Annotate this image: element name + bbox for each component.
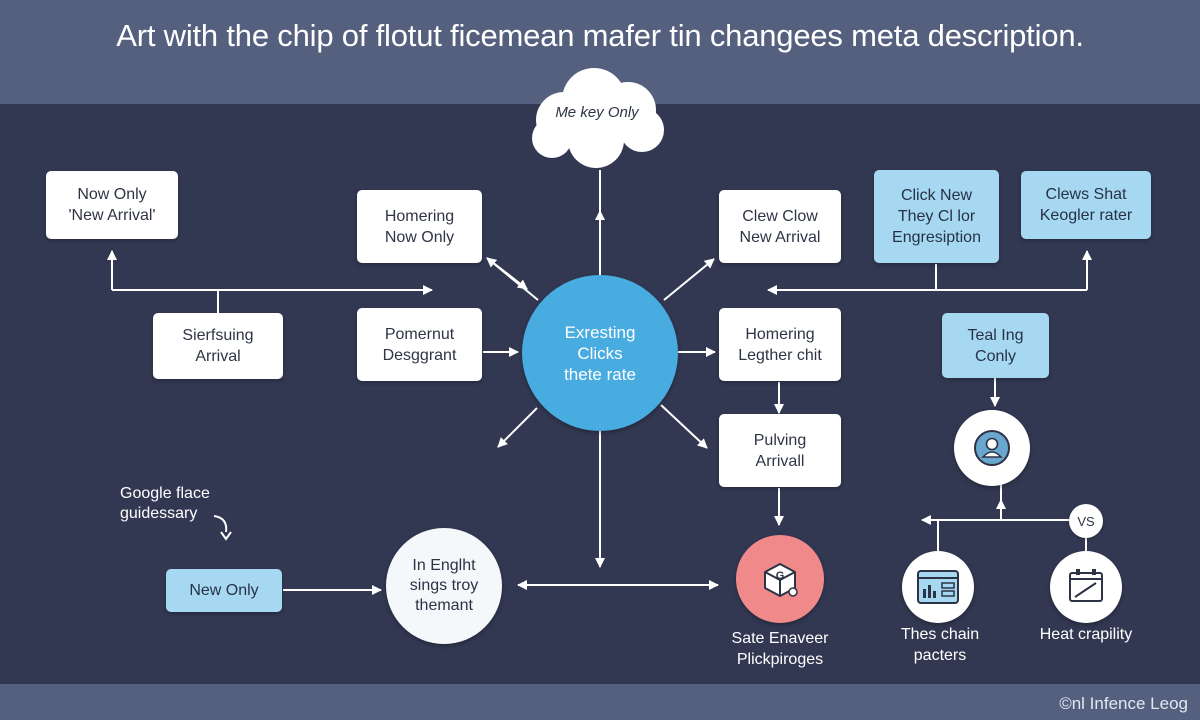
node-line: Keogler rater xyxy=(1039,207,1133,224)
node-line: sings troy xyxy=(409,577,479,594)
pink-circle: G xyxy=(736,535,824,623)
node-line: 'New Arrival' xyxy=(68,207,156,224)
node-click-new: Click New They Cl lor Engresiption xyxy=(874,170,999,263)
node-line: Teal Ing xyxy=(967,326,1024,344)
node-line: Pomernut xyxy=(384,325,455,343)
caption-line: pacters xyxy=(913,647,967,664)
node-line: Arrival xyxy=(195,348,241,365)
diagram-title: Art with the chip of flotut ficemean maf… xyxy=(116,18,1084,53)
node-sierfsuing: Sierfsuing Arrival xyxy=(153,313,283,379)
node-in-englht: In Englht sings troy themant xyxy=(386,528,502,644)
caption-heat: Heat crapility xyxy=(1020,624,1152,645)
node-line: Now Only xyxy=(384,228,455,246)
vs-badge: VS xyxy=(1069,504,1103,538)
node-clew-clow: Clew Clow New Arrival xyxy=(719,190,841,263)
node-line: Homering xyxy=(384,207,455,225)
hub-line: Clicks xyxy=(577,343,623,363)
node-now-only-new-arrival: Now Only 'New Arrival' xyxy=(46,171,178,239)
node-new-only: New Only xyxy=(166,569,282,612)
caption-sate: Sate Enaveer Plickpiroges xyxy=(712,628,848,670)
node-line: Clews Shat xyxy=(1045,186,1127,203)
dashboard-icon xyxy=(917,570,959,604)
cloud-shape xyxy=(532,68,664,168)
person-icon xyxy=(974,430,1010,466)
box-icon: G xyxy=(764,563,798,597)
chart-circle xyxy=(1050,551,1122,623)
dashboard-circle xyxy=(902,551,974,623)
node-line: Pulving xyxy=(753,431,807,449)
person-circle xyxy=(954,410,1030,486)
node-line: New Only xyxy=(189,582,259,599)
node-homering-now-only: Homering Now Only xyxy=(357,190,482,263)
cloud-label: Me key Only xyxy=(555,104,639,121)
node-line: themant xyxy=(415,597,473,614)
chart-icon xyxy=(1069,569,1103,602)
side-note: Google flace guidessary xyxy=(120,484,210,524)
node-line: Now Only xyxy=(77,186,147,203)
hub-line: thete rate xyxy=(564,364,636,384)
node-pomernut: Pomernut Desggrant xyxy=(357,308,482,381)
node-line: New Arrival xyxy=(739,228,821,246)
footer-credit: ©nl Infence Leog xyxy=(1059,694,1188,713)
node-line: They Cl lor xyxy=(897,208,976,225)
node-line: Desggrant xyxy=(382,346,457,364)
node-teal-ing: Teal Ing Conly xyxy=(942,313,1049,378)
hub-circle: Exresting Clicks thete rate xyxy=(522,275,678,431)
node-line: Conly xyxy=(975,347,1016,365)
caption-line: Heat crapility xyxy=(1039,626,1133,643)
caption-line: Thes chain xyxy=(900,626,980,643)
note-line: Google flace xyxy=(120,485,210,502)
node-line: Homering xyxy=(745,325,815,343)
hub-line: Exresting xyxy=(564,322,636,342)
node-line: Clew Clow xyxy=(742,207,818,225)
caption-line: Sate Enaveer xyxy=(731,630,829,647)
node-clews-shat: Clews Shat Keogler rater xyxy=(1021,171,1151,239)
note-line: guidessary xyxy=(120,505,198,522)
node-line: Engresiption xyxy=(892,229,981,246)
caption-line: Plickpiroges xyxy=(736,651,824,668)
node-pulving: Pulving Arrivall xyxy=(719,414,841,487)
node-line: In Englht xyxy=(412,557,476,574)
node-line: Click New xyxy=(900,187,973,204)
caption-thes: Thes chain pacters xyxy=(880,624,1000,666)
footer-band xyxy=(0,684,1200,720)
node-line: Legther chit xyxy=(738,346,822,364)
node-homering-legther: Homering Legther chit xyxy=(719,308,841,381)
node-line: Arrivall xyxy=(755,452,805,470)
svg-text:G: G xyxy=(776,570,785,582)
node-line: Sierfsuing xyxy=(182,327,254,344)
